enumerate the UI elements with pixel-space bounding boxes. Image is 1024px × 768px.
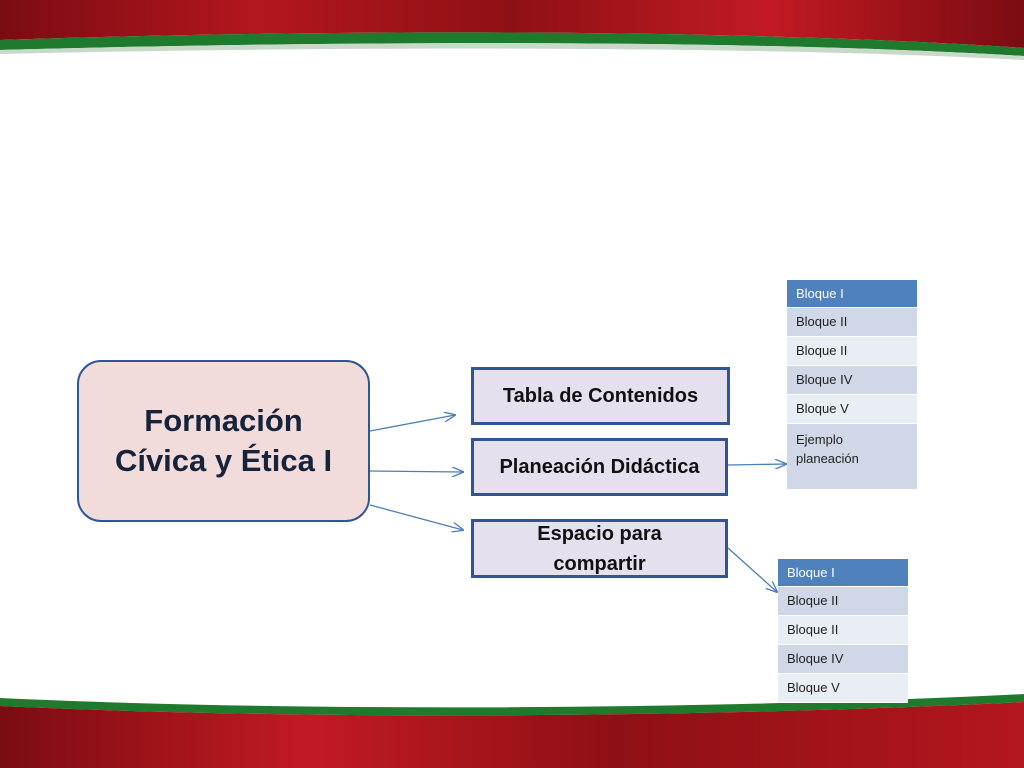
list-item[interactable]: Bloque I <box>778 559 908 587</box>
top-decorative-band <box>0 0 1024 60</box>
list-item[interactable]: Bloque II <box>787 337 917 366</box>
arrow-to-list-contenidos <box>727 464 786 465</box>
planeacion-didactica-node[interactable]: Planeación Didáctica <box>471 438 728 496</box>
espacio-para-compartir-label: Espacio para compartir <box>537 522 662 575</box>
list-item[interactable]: Bloque II <box>778 616 908 645</box>
planeacion-didactica-label: Planeación Didáctica <box>499 456 700 478</box>
list-item[interactable]: Bloque V <box>787 395 917 424</box>
arrow-to-espacio <box>369 504 463 530</box>
list-item[interactable]: Bloque IV <box>778 645 908 674</box>
bloques-list-contenidos: Bloque I Bloque II Bloque II Bloque IV B… <box>787 280 917 490</box>
arrow-to-tabla <box>369 415 455 432</box>
main-topic-line-2: Cívica y Ética I <box>114 443 333 478</box>
list-item[interactable]: Bloque IV <box>787 366 917 395</box>
list-item[interactable]: Bloque V <box>778 674 908 703</box>
main-topic-node: Formación Cívica y Ética I <box>77 360 370 522</box>
tabla-de-contenidos-node[interactable]: Tabla de Contenidos <box>471 367 730 425</box>
list-item[interactable]: Bloque I <box>787 280 917 308</box>
espacio-para-compartir-node[interactable]: Espacio para compartir <box>471 519 728 578</box>
arrow-to-planeacion <box>369 471 463 472</box>
list-item[interactable]: Ejemplo planeación <box>787 424 917 490</box>
arrow-to-list-compartir <box>727 547 777 592</box>
list-item[interactable]: Bloque II <box>778 587 908 616</box>
bloques-list-compartir: Bloque I Bloque II Bloque II Bloque IV B… <box>778 559 908 703</box>
tabla-de-contenidos-label: Tabla de Contenidos <box>502 385 699 407</box>
main-topic-line-1: Formación <box>144 403 303 438</box>
list-item[interactable]: Bloque II <box>787 308 917 337</box>
bottom-decorative-band <box>0 694 1024 768</box>
